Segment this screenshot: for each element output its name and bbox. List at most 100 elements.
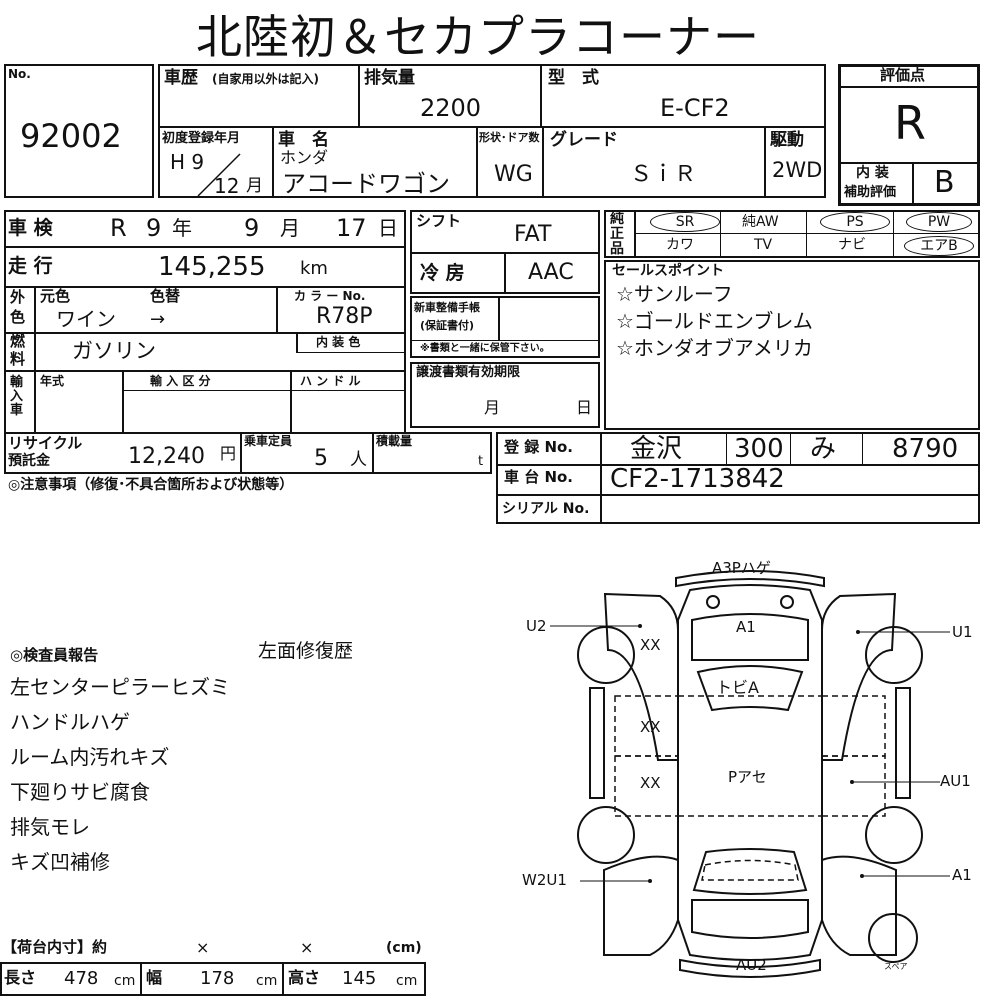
color-number-label: カ ラ ー No. xyxy=(294,289,366,303)
drive-value: 2WD xyxy=(772,158,823,182)
displacement-value: 2200 xyxy=(420,94,482,122)
inspector-item: ルーム内汚れキズ xyxy=(10,745,170,769)
cargo-height-value: 145 xyxy=(342,968,377,989)
exterior-color-label-2: 色 xyxy=(10,308,26,326)
color-number-value: R78P xyxy=(316,304,373,329)
service-manual-note: ※書類と一緒に保管下さい。 xyxy=(420,343,550,354)
model-label: 型 式 xyxy=(548,68,599,88)
transfer-docs-box xyxy=(410,362,600,428)
evaluation-score: R xyxy=(894,96,926,150)
grade-label: グレード xyxy=(550,130,618,150)
inspector-item: ハンドルハゲ xyxy=(10,710,130,734)
recycle-unit: 円 xyxy=(220,444,237,463)
cargo-length-unit: cm xyxy=(114,973,136,989)
capacity-value: 5 xyxy=(314,446,328,471)
recycle-value: 12,240 xyxy=(128,444,205,469)
load-unit: t xyxy=(478,454,484,469)
option-sunroof-circled: SR xyxy=(650,212,720,232)
import-type-label: 輸 入 区 分 xyxy=(150,374,211,388)
displacement-label: 排気量 xyxy=(364,68,415,88)
ac-value: AAC xyxy=(528,260,574,285)
damage-left-front-mark: XX xyxy=(640,636,661,654)
registration-box xyxy=(496,432,980,524)
option-tv: TV xyxy=(754,237,773,253)
first-registration-year: H 9 xyxy=(170,150,205,174)
damage-roof-front: トビA xyxy=(716,678,759,697)
sales-point-item: ☆ゴールドエンブレム xyxy=(616,309,813,333)
car-damage-diagram xyxy=(550,570,950,978)
options-label: 純正品 xyxy=(610,211,624,257)
interior-eval-value: B xyxy=(934,165,955,200)
color-change-label: 色替 xyxy=(150,287,181,305)
capacity-unit: 人 xyxy=(350,450,367,470)
interior-color-label: 内 装 色 xyxy=(316,335,361,349)
inspector-item: 左センターピラーヒズミ xyxy=(10,675,230,699)
option-power-steering-circled: PS xyxy=(820,212,890,232)
original-color-label: 元色 xyxy=(40,287,71,305)
sales-points-label: セールスポイント xyxy=(612,263,724,279)
exterior-color-label-1: 外 xyxy=(10,288,26,306)
damage-front-bumper: A3Pハゲ xyxy=(712,559,771,577)
inspector-item: 排気モレ xyxy=(10,815,90,839)
damage-left-rear-door: XX xyxy=(640,774,661,792)
service-manual-label-2: (保証書付) xyxy=(420,319,475,332)
chassis-value: CF2-1713842 xyxy=(610,464,785,494)
fuel-value: ガソリン xyxy=(72,339,156,363)
inspector-report-label: ◎検査員報告 xyxy=(10,646,99,664)
inspector-item: 下廻りサビ腐食 xyxy=(10,780,150,804)
cargo-height-unit: cm xyxy=(396,973,418,989)
transfer-day-unit: 日 xyxy=(576,398,593,417)
import-year-label: 年式 xyxy=(40,374,65,388)
model-value: E-CF2 xyxy=(660,94,730,122)
damage-roof-rear: Pアセ xyxy=(728,768,767,786)
spare-tire-label: スペア xyxy=(884,962,908,971)
inspection-year-unit: 年 xyxy=(172,216,192,240)
page-title: 北陸初＆セカプラコーナー xyxy=(196,10,760,64)
history-label: 車歴 xyxy=(164,68,198,88)
sales-point-item: ☆ホンダオブアメリカ xyxy=(616,336,813,360)
transfer-month-unit: 月 xyxy=(484,398,501,417)
inspection-era: R xyxy=(110,214,127,242)
cargo-length-value: 478 xyxy=(64,968,99,989)
handle-label: ハ ン ド ル xyxy=(300,374,361,388)
option-navi: ナビ xyxy=(838,237,866,253)
cargo-times-1: × xyxy=(196,938,210,957)
inspection-day: 17 xyxy=(336,214,367,242)
original-color-value: ワイン xyxy=(56,307,116,331)
fuel-label-1: 燃 xyxy=(10,332,26,350)
fuel-label-2: 料 xyxy=(10,350,26,368)
cargo-times-2: × xyxy=(300,938,314,957)
cargo-unit-label: (cm) xyxy=(386,940,422,956)
chassis-label: 車 台 No. xyxy=(504,468,574,486)
shift-label: シフト xyxy=(416,212,462,230)
registration-number: 8790 xyxy=(892,434,959,464)
inspection-month-unit: 月 xyxy=(280,216,300,240)
notes-label: ◎注意事項（修復･不具合箇所および状態等） xyxy=(8,477,294,493)
option-airbag-circled: エアB xyxy=(904,236,974,256)
first-registration-label: 初度登録年月 xyxy=(162,131,241,146)
damage-right-rear-door: AU1 xyxy=(940,772,971,790)
maker-value: ホンダ xyxy=(280,148,329,167)
cargo-height-label: 高さ xyxy=(288,968,321,987)
color-change-arrow: → xyxy=(150,309,166,330)
service-manual-box xyxy=(410,296,600,358)
damage-right-rear-fender: A1 xyxy=(952,866,972,884)
history-note: (自家用以外は記入) xyxy=(212,72,319,86)
shift-value: FAT xyxy=(514,222,552,247)
car-name-value: アコードワゴン xyxy=(282,170,450,198)
damage-rear-bumper: AU2 xyxy=(736,956,767,974)
cargo-label: 【荷台内寸】約 xyxy=(2,938,108,956)
load-label: 積載量 xyxy=(376,434,413,448)
option-alloy-wheels: 純AW xyxy=(742,214,779,230)
cargo-width-unit: cm xyxy=(256,973,278,989)
registration-class: 300 xyxy=(734,434,784,464)
capacity-label: 乗車定員 xyxy=(244,434,293,448)
damage-left-rear-fender: W2U1 xyxy=(522,871,567,889)
options-box xyxy=(604,210,980,258)
registration-label: 登 録 No. xyxy=(504,438,574,456)
recycle-label-1: リサイクル xyxy=(8,434,83,452)
registration-place: 金沢 xyxy=(630,434,683,464)
ac-label: 冷 房 xyxy=(420,262,465,284)
damage-left-front-fender: U2 xyxy=(526,617,547,635)
shape-value: WG xyxy=(494,162,533,187)
